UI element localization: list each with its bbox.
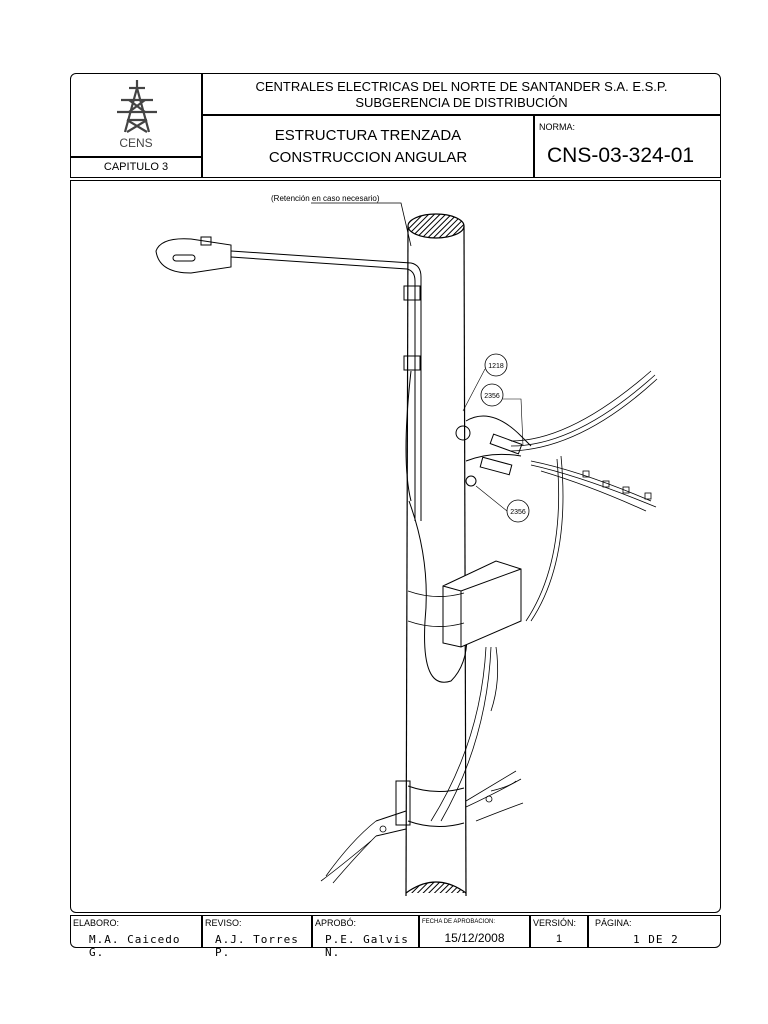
svg-text:2356: 2356 — [510, 509, 526, 516]
company-box: CENTRALES ELECTRICAS DEL NORTE DE SANTAN… — [202, 73, 721, 115]
lower-cables — [320, 770, 524, 884]
street-light — [155, 236, 468, 683]
norma-label: NORMA: — [539, 122, 575, 132]
svg-text:1218: 1218 — [488, 363, 504, 370]
department-name: SUBGERENCIA DE DISTRIBUCIÓN — [355, 95, 568, 110]
footer-fecha: FECHA DE APROBACION: 15/12/2008 — [419, 915, 530, 948]
retention-note: (Retención en caso necesario) — [271, 194, 380, 203]
pagina-value: 1 DE 2 — [633, 933, 679, 946]
logo-box: CENS — [70, 73, 202, 157]
suspension-clamp — [455, 415, 532, 487]
transmission-tower-icon — [117, 80, 157, 133]
version-value: 1 — [555, 933, 563, 945]
chapter-box: CAPITULO 3 — [70, 157, 202, 178]
junction-box — [442, 560, 522, 648]
company-name: CENTRALES ELECTRICAS DEL NORTE DE SANTAN… — [255, 79, 668, 94]
chapter-label: CAPITULO 3 — [103, 161, 169, 173]
norma-code: CNS-03-324-01 — [547, 144, 695, 167]
aprobo-value: P.E. Galvis N. — [325, 933, 409, 959]
callout-1218: 1218 — [462, 353, 508, 412]
norma-box: NORMA: CNS-03-324-01 — [534, 115, 721, 178]
lower-bracket — [375, 780, 465, 837]
title-box: ESTRUCTURA TRENZADA CONSTRUCCION ANGULAR — [202, 115, 534, 178]
title-line1: ESTRUCTURA TRENZADA — [274, 127, 462, 144]
reviso-value: A.J. Torres P. — [215, 933, 299, 959]
fecha-value: 15/12/2008 — [444, 931, 505, 945]
elaboro-value: M.A. Caicedo G. — [89, 933, 181, 959]
footer-aprobo: APROBÓ: P.E. Galvis N. — [312, 915, 419, 959]
footer-version: VERSIÓN: 1 — [530, 915, 588, 948]
drawing-frame: (Retención en caso necesario) 1218 2356 … — [70, 180, 721, 913]
pole — [405, 213, 467, 897]
callout-2356-bottom: 2356 — [475, 485, 530, 523]
title-line2: CONSTRUCCION ANGULAR — [268, 149, 468, 166]
footer-pagina: PÁGINA: 1 DE 2 — [588, 915, 721, 948]
callout-2356-top: 2356 — [480, 383, 524, 447]
technical-drawing: (Retención en caso necesario) 1218 2356 … — [155, 194, 658, 897]
footer-elaboro: ELABORO: M.A. Caicedo G. — [70, 915, 202, 959]
footer-reviso: REVISO: A.J. Torres P. — [202, 915, 312, 959]
svg-text:2356: 2356 — [484, 393, 500, 400]
bundled-cables — [510, 370, 658, 622]
logo-text: CENS — [119, 136, 153, 150]
